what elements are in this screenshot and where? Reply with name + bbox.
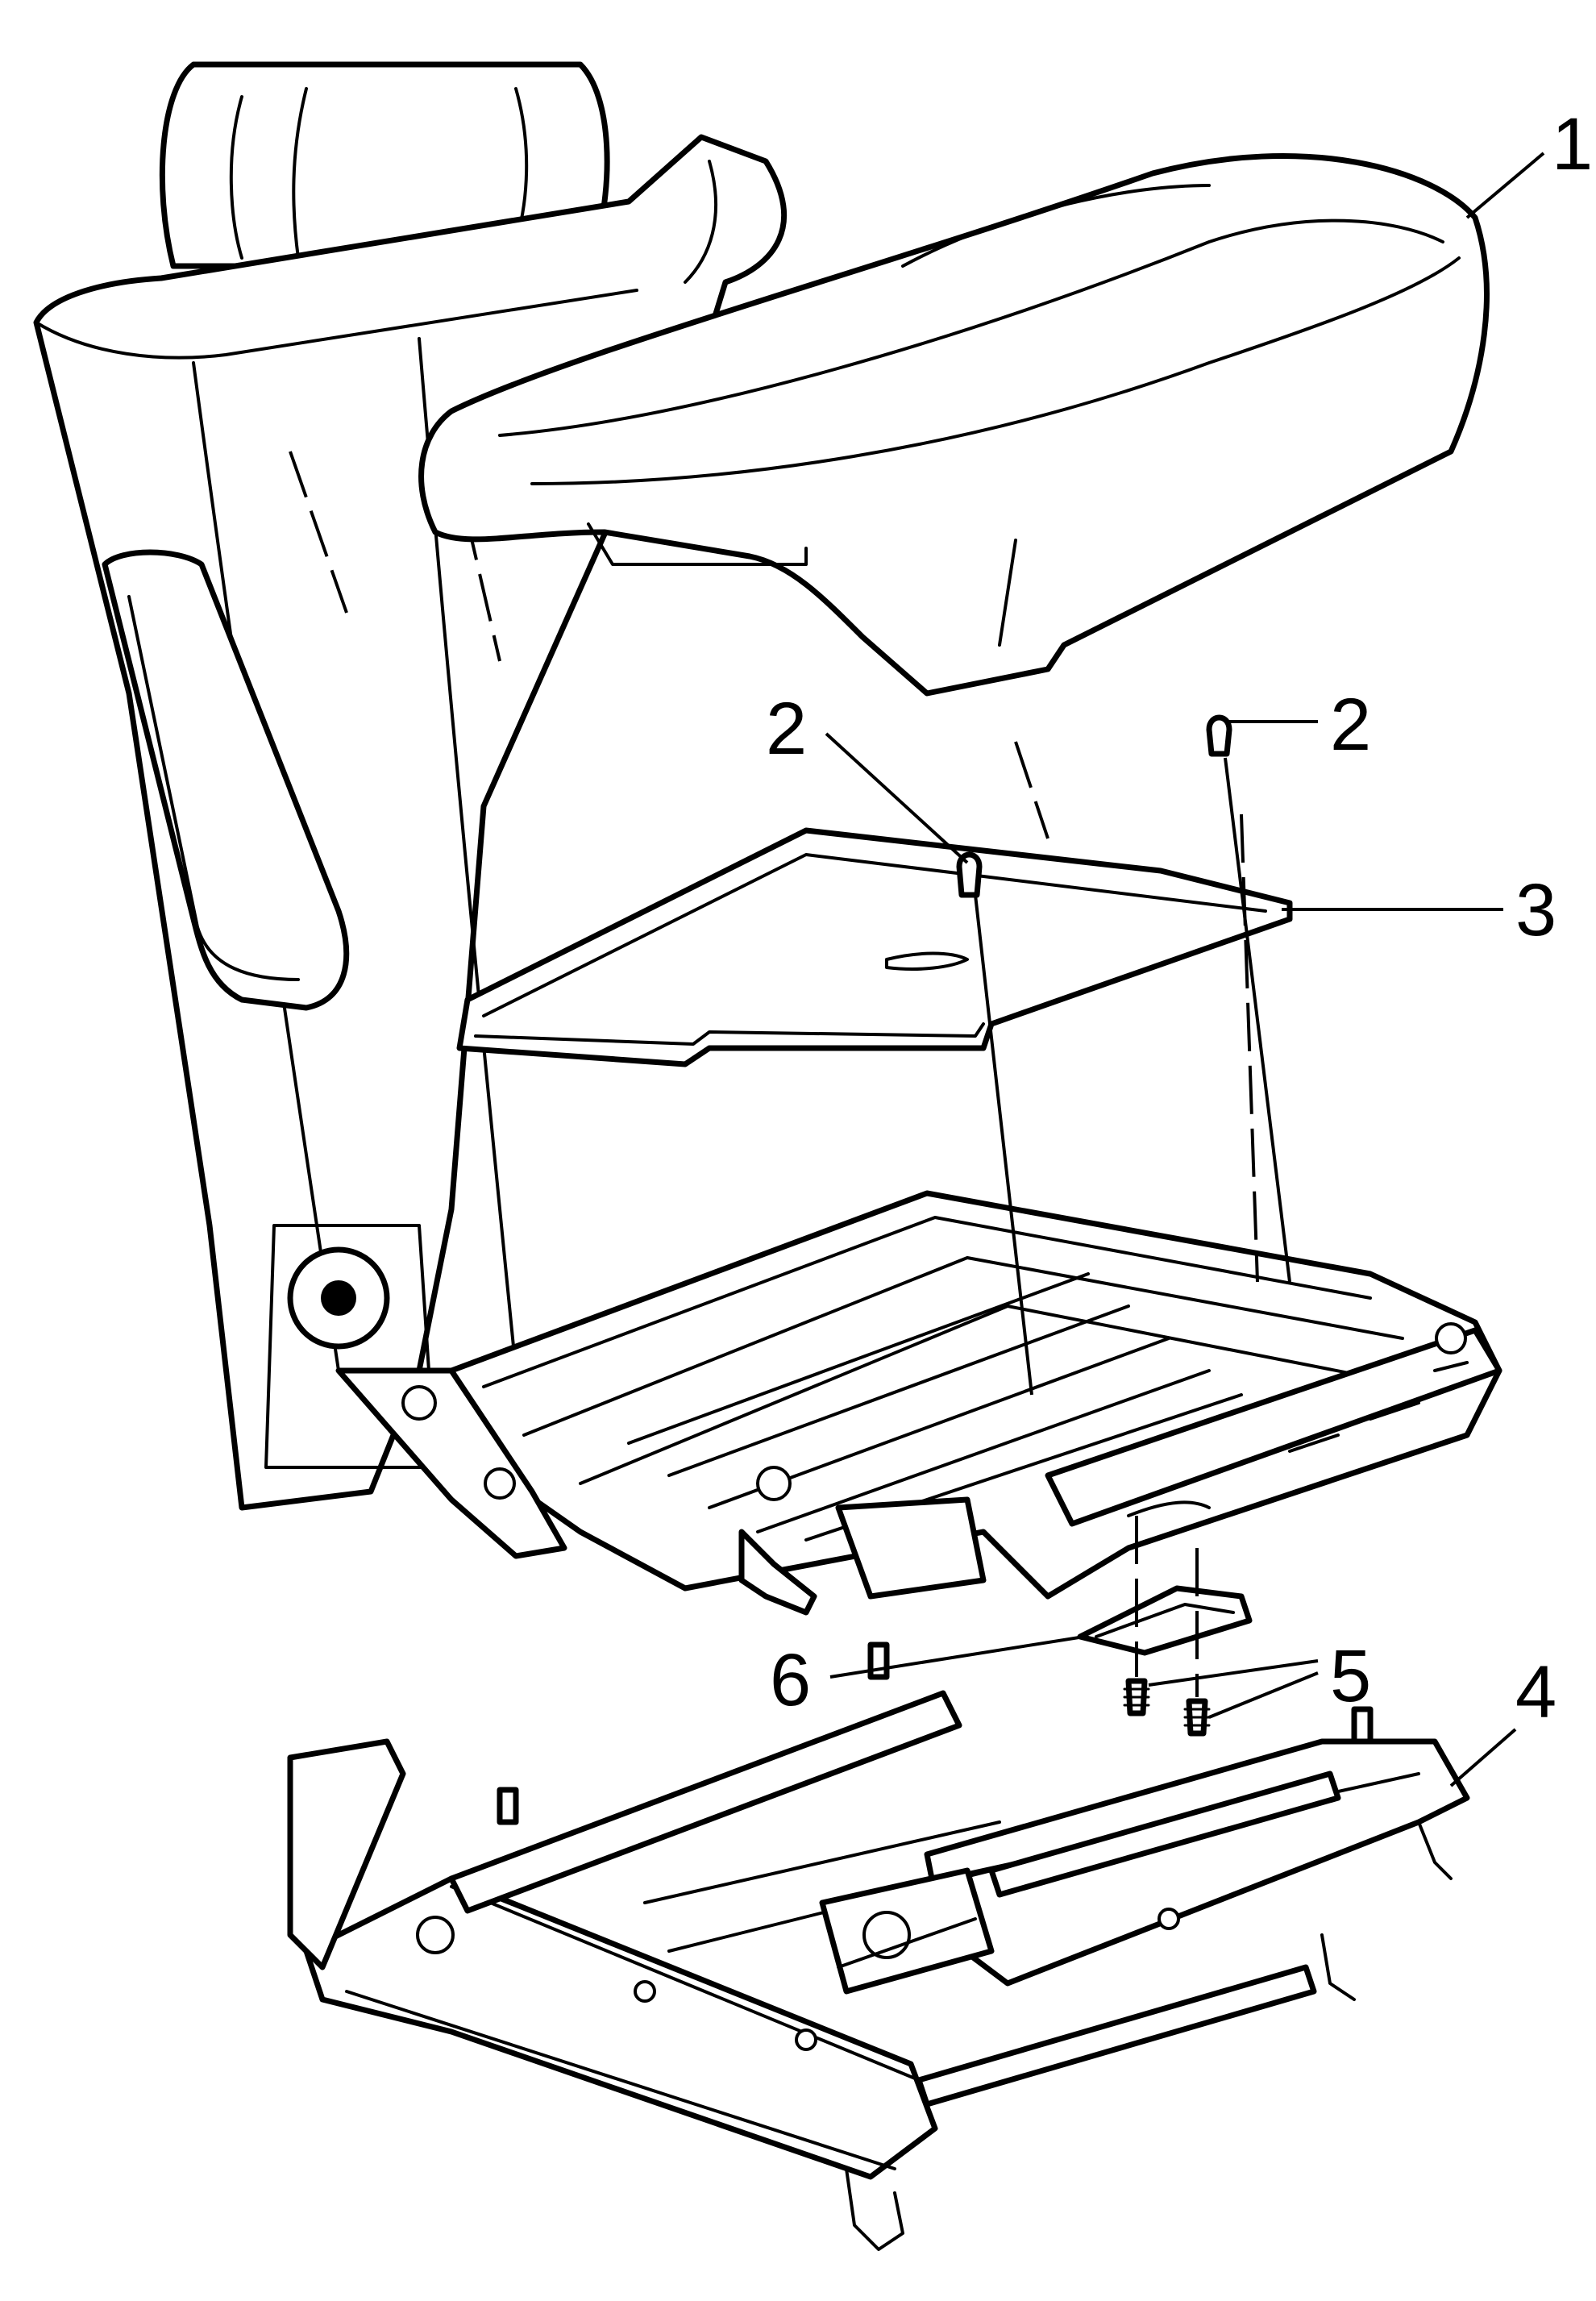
headrest [159,61,610,269]
leader-6 [829,1635,1085,1679]
seat-pad [456,827,1293,1067]
leader-5b [1208,1671,1319,1719]
bolt-left [1123,1678,1150,1716]
callout-3: 3 [1515,869,1557,951]
adjuster-left-rail [303,1875,938,2180]
leader-2a [825,732,969,864]
callout-5: 5 [1330,1635,1371,1717]
seat-frame [335,1190,1502,1616]
seat-adjuster [287,1641,1470,2251]
leader-5a [1148,1659,1319,1687]
seat-back-side-panel [102,549,350,1011]
push-pin-right [1206,714,1232,757]
callout-labels: 1 2 2 3 4 5 6 [766,103,1593,1733]
adjust-lever [738,1529,817,1616]
callout-6: 6 [770,1639,811,1721]
callout-2-right: 2 [1330,684,1371,766]
leader-4 [1449,1728,1517,1787]
callout-4: 4 [1515,1651,1557,1733]
adjuster-right-rail [924,1738,1470,1987]
clip [1077,1585,1253,1656]
push-pin-left [956,851,983,898]
alignment-lines [974,741,1291,1697]
callout-1: 1 [1552,103,1593,185]
leader-1 [1465,152,1545,219]
seat-cushion [418,153,1490,697]
bolt-right [1183,1698,1211,1737]
callout-leaders [825,152,1545,1787]
callout-2-left: 2 [766,688,807,770]
